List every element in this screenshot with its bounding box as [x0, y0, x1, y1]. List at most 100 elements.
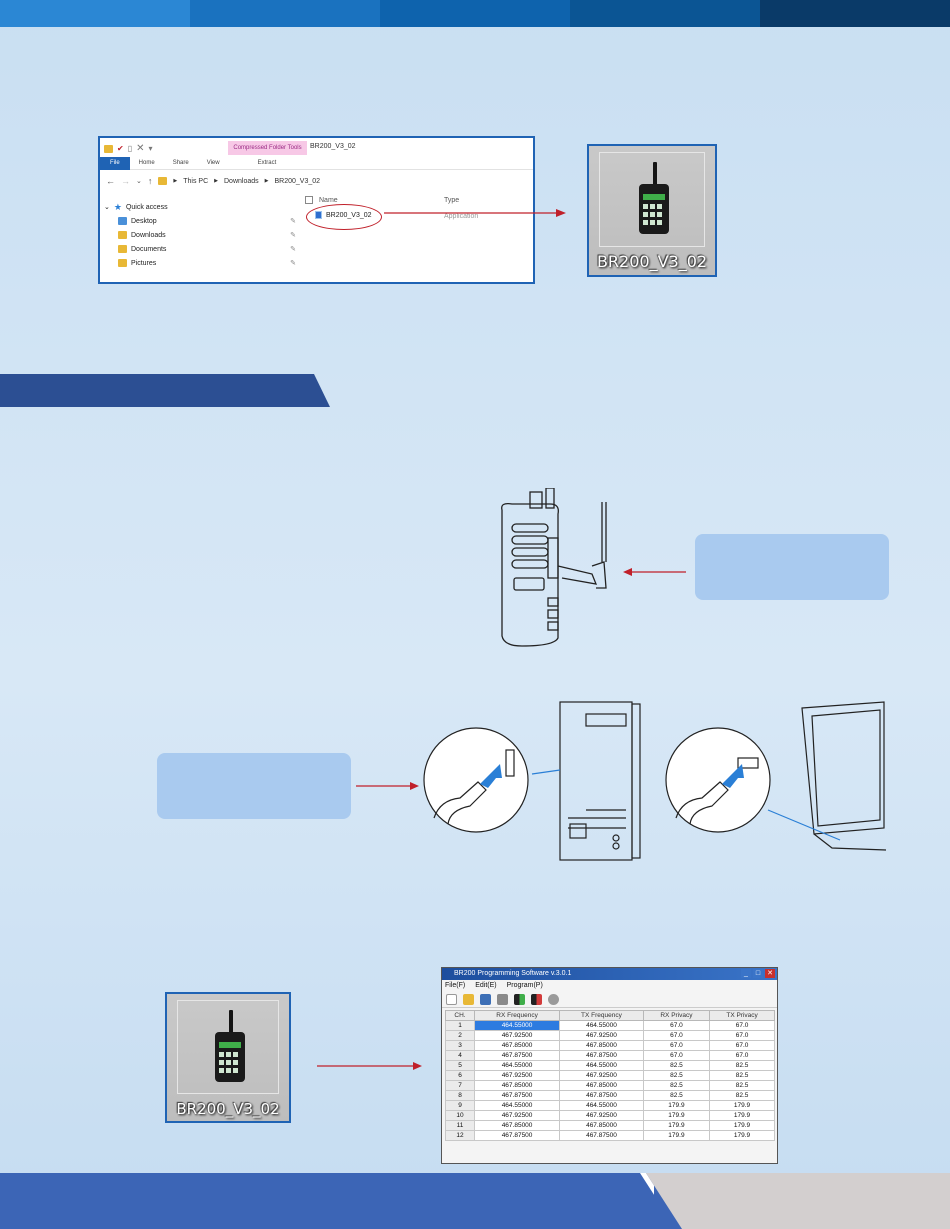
sidebar-item-documents[interactable]: Documents ✎: [104, 242, 300, 256]
write-radio-icon[interactable]: [531, 993, 542, 1005]
table-cell[interactable]: 464.55000: [473, 1020, 561, 1031]
forward-arrow-icon[interactable]: →: [121, 176, 130, 186]
table-cell[interactable]: 467.87500: [559, 1130, 644, 1141]
tab-share[interactable]: Share: [172, 160, 189, 166]
table-cell[interactable]: 464.55000: [559, 1060, 644, 1071]
table-cell[interactable]: 179.9: [642, 1130, 711, 1141]
minimize-icon[interactable]: _: [741, 969, 751, 978]
pin-icon[interactable]: ✎: [290, 260, 296, 267]
menu-edit[interactable]: Edit(E): [475, 982, 497, 989]
table-cell[interactable]: 67.0: [642, 1030, 711, 1041]
table-cell[interactable]: 467.85000: [473, 1080, 561, 1091]
table-cell[interactable]: 467.87500: [559, 1090, 644, 1101]
close-icon[interactable]: ✕: [765, 969, 775, 978]
column-type[interactable]: Type: [444, 196, 460, 204]
table-cell[interactable]: 467.92500: [473, 1110, 561, 1121]
delete-icon[interactable]: ✕: [136, 143, 145, 154]
settings-gear-icon[interactable]: [548, 993, 559, 1005]
chevron-down-icon[interactable]: ⌄: [136, 178, 142, 185]
table-cell[interactable]: 464.55000: [473, 1060, 561, 1071]
compressed-folder-tools-tab[interactable]: Compressed Folder Tools: [228, 141, 307, 155]
table-cell[interactable]: 82.5: [642, 1090, 711, 1101]
table-cell[interactable]: 82.5: [642, 1070, 711, 1081]
menu-program[interactable]: Program(P): [506, 982, 543, 989]
table-cell[interactable]: 467.92500: [473, 1070, 561, 1081]
select-all-checkbox[interactable]: [305, 196, 313, 204]
table-cell[interactable]: 82.5: [709, 1070, 775, 1081]
table-cell[interactable]: 467.87500: [559, 1050, 644, 1061]
table-cell[interactable]: 467.87500: [473, 1130, 561, 1141]
table-cell[interactable]: 67.0: [709, 1030, 775, 1041]
table-cell[interactable]: 82.5: [709, 1060, 775, 1071]
table-cell[interactable]: 467.85000: [559, 1080, 644, 1091]
pin-icon[interactable]: ✎: [290, 218, 296, 225]
menu-file[interactable]: File(F): [445, 982, 466, 989]
maximize-icon[interactable]: □: [753, 969, 763, 978]
table-cell[interactable]: 467.85000: [559, 1120, 644, 1131]
table-cell[interactable]: 179.9: [709, 1130, 775, 1141]
table-cell[interactable]: 467.92500: [559, 1070, 644, 1081]
open-folder-icon[interactable]: [463, 993, 474, 1005]
table-cell[interactable]: 67.0: [709, 1050, 775, 1061]
table-cell[interactable]: 67.0: [642, 1050, 711, 1061]
table-cell[interactable]: 67.0: [709, 1020, 775, 1031]
table-cell[interactable]: 179.9: [642, 1120, 711, 1131]
table-cell[interactable]: 179.9: [709, 1100, 775, 1111]
table-cell[interactable]: 82.5: [709, 1090, 775, 1101]
table-cell[interactable]: 467.92500: [473, 1030, 561, 1041]
table-cell[interactable]: 467.87500: [473, 1090, 561, 1101]
table-cell[interactable]: 464.55000: [473, 1100, 561, 1111]
tab-file[interactable]: File: [100, 157, 130, 170]
table-cell[interactable]: 464.55000: [559, 1100, 644, 1111]
breadcrumb-downloads[interactable]: Downloads: [224, 177, 259, 185]
table-cell[interactable]: 179.9: [709, 1120, 775, 1131]
read-radio-icon[interactable]: [514, 993, 525, 1005]
table-cell[interactable]: 467.85000: [473, 1120, 561, 1131]
table-cell[interactable]: 467.92500: [559, 1110, 644, 1121]
app-icon-tile-launch[interactable]: BR200_V3_02: [165, 992, 291, 1123]
table-cell[interactable]: 467.85000: [559, 1040, 644, 1051]
table-cell[interactable]: 179.9: [709, 1110, 775, 1121]
table-cell[interactable]: 467.85000: [473, 1040, 561, 1051]
tab-home[interactable]: Home: [138, 160, 155, 166]
tab-view[interactable]: View: [206, 160, 220, 166]
table-cell[interactable]: 82.5: [642, 1080, 711, 1091]
sidebar-item-downloads[interactable]: Downloads ✎: [104, 228, 300, 242]
up-arrow-icon[interactable]: ↑: [147, 176, 153, 186]
table-cell[interactable]: 467.87500: [473, 1050, 561, 1061]
table-cell[interactable]: 67.0: [642, 1020, 711, 1031]
table-cell[interactable]: 179.9: [642, 1100, 711, 1111]
column-name[interactable]: Name: [319, 196, 338, 204]
table-cell[interactable]: 464.55000: [559, 1020, 644, 1031]
save-icon[interactable]: [480, 993, 491, 1005]
properties-icon[interactable]: ✔: [117, 144, 124, 153]
table-cell[interactable]: 82.5: [709, 1080, 775, 1091]
sidebar-item-desktop[interactable]: Desktop ✎: [104, 214, 300, 228]
back-arrow-icon[interactable]: ←: [106, 176, 115, 186]
sidebar-item-pictures[interactable]: Pictures ✎: [104, 256, 300, 270]
breadcrumb-this-pc[interactable]: This PC: [183, 177, 209, 185]
chevron-down-icon[interactable]: ▾: [148, 144, 153, 153]
table-cell[interactable]: 82.5: [642, 1060, 711, 1071]
new-folder-icon[interactable]: ▯: [127, 144, 133, 153]
table-cell[interactable]: 67.0: [642, 1040, 711, 1051]
print-icon[interactable]: [497, 993, 508, 1005]
pin-icon[interactable]: ✎: [290, 232, 296, 239]
pin-icon[interactable]: ✎: [290, 246, 296, 253]
breadcrumb-current-folder[interactable]: BR200_V3_02: [274, 177, 321, 185]
tab-extract[interactable]: Extract: [257, 160, 277, 166]
new-file-icon[interactable]: [446, 993, 457, 1005]
app-icon-tile[interactable]: BR200_V3_02: [587, 144, 717, 277]
table-cell[interactable]: 179.9: [642, 1110, 711, 1121]
